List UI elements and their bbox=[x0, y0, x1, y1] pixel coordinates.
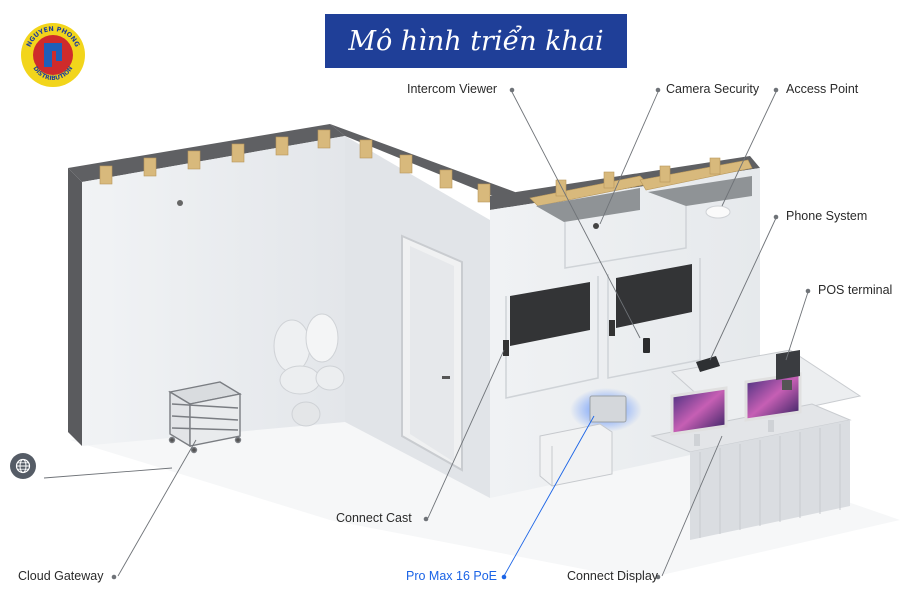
corridor-wall bbox=[330, 124, 515, 498]
left-wall bbox=[68, 124, 381, 446]
label-access-point: Access Point bbox=[786, 82, 859, 96]
leader-lines bbox=[43, 91, 809, 577]
label-connect-cast: Connect Cast bbox=[336, 511, 412, 525]
globe-icon bbox=[10, 453, 36, 479]
plant bbox=[273, 313, 345, 427]
switch-area bbox=[539, 388, 642, 487]
label-intercom-viewer: Intercom Viewer bbox=[407, 82, 498, 96]
leader-dots bbox=[111, 87, 811, 580]
label-connect-display: Connect Display bbox=[567, 569, 659, 583]
reception-desk bbox=[650, 349, 862, 540]
rack-cart bbox=[168, 381, 242, 454]
label-camera-security: Camera Security bbox=[666, 82, 760, 96]
page-title: Mô hình triển khai bbox=[325, 14, 627, 68]
nguyen-phong-distribution-logo: NGUYEN PHONG DISTRIBUTION bbox=[21, 23, 85, 87]
label-pos-terminal: POS terminal bbox=[818, 283, 893, 297]
label-cloud-gateway: Cloud Gateway bbox=[18, 569, 104, 583]
label-pro-max-16-poe: Pro Max 16 PoE bbox=[406, 569, 498, 583]
label-phone-system: Phone System bbox=[786, 209, 868, 223]
